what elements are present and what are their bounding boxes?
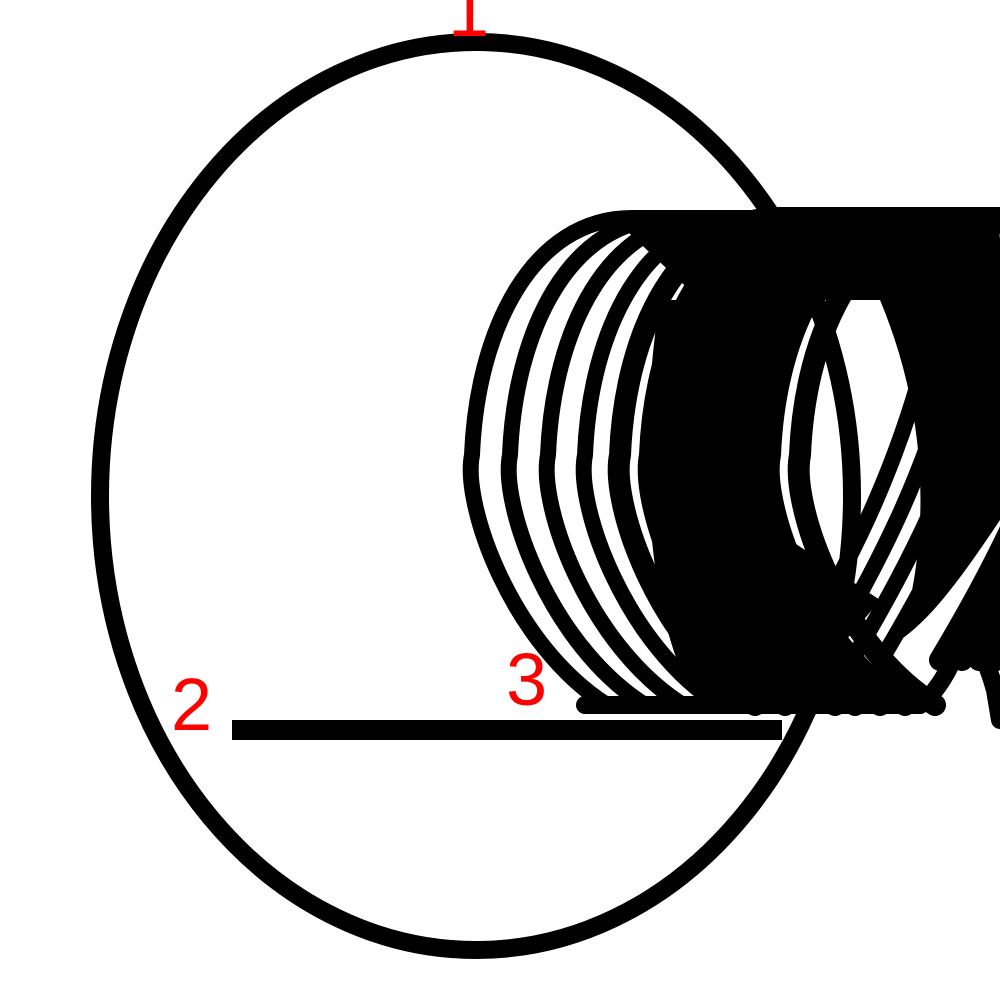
scribble-stroke [462, 207, 1000, 729]
marker-label-1: 1 [448, 0, 489, 52]
marker-label-3: 3 [506, 638, 547, 721]
scribble-right-core [880, 300, 1000, 640]
marker-label-2: 2 [171, 663, 212, 746]
scribble-core [648, 300, 880, 705]
outline-ellipse [91, 33, 861, 959]
scribble-top-band [610, 215, 1000, 300]
